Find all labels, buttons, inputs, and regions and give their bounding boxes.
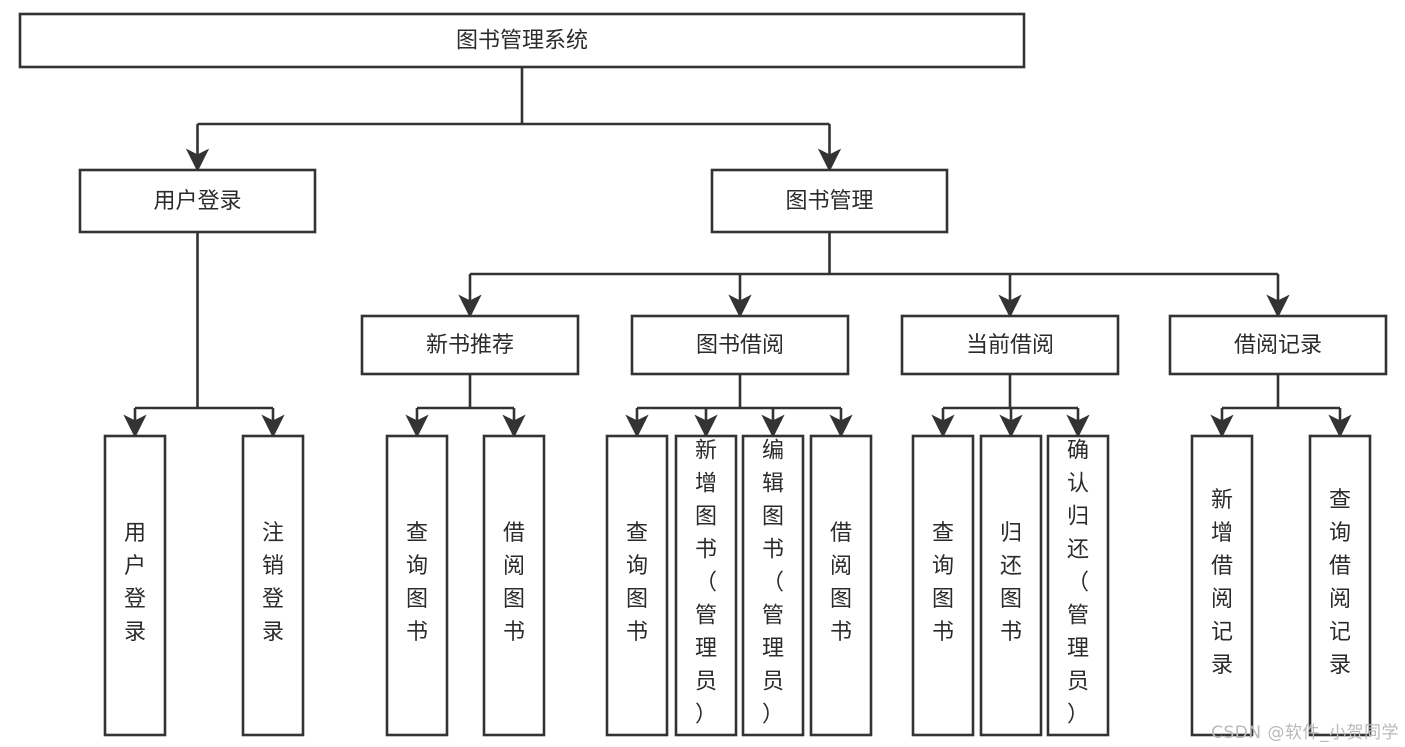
node-label-leaf-borrow-book-1: 借阅图书 (503, 521, 525, 645)
node-leaf-query-record[interactable]: 查询借阅记录 (1308, 434, 1372, 737)
node-book-borrow[interactable]: 图书借阅 (630, 314, 850, 376)
node-box-leaf-borrow-book-2 (809, 434, 873, 737)
node-label-leaf-query-book-1: 查询图书 (406, 521, 428, 645)
node-box-current-borrow (900, 314, 1120, 376)
edge-layer (123, 67, 1352, 438)
node-book-manage[interactable]: 图书管理 (710, 168, 949, 234)
node-leaf-add-record[interactable]: 新增借阅记录 (1190, 434, 1254, 737)
node-label-leaf-add-book-admin: 新增图书（管理员） (695, 439, 717, 728)
node-box-leaf-return-book (979, 434, 1043, 737)
node-label-new-book-recommend: 新书推荐 (426, 333, 514, 358)
node-current-borrow[interactable]: 当前借阅 (900, 314, 1120, 376)
node-label-current-borrow: 当前借阅 (966, 333, 1054, 358)
node-box-leaf-confirm-return (1046, 434, 1110, 737)
node-layer: 图书管理系统用户登录图书管理新书推荐图书借阅当前借阅借阅记录用户登录注销登录查询… (18, 12, 1388, 737)
node-label-leaf-user-logout: 注销登录 (262, 521, 284, 645)
node-label-leaf-edit-book-admin: 编辑图书（管理员） (762, 439, 784, 728)
node-box-leaf-edit-book-admin (741, 434, 805, 737)
node-box-leaf-user-login (103, 434, 167, 737)
node-label-leaf-confirm-return: 确认归还（管理员） (1067, 439, 1089, 728)
node-new-book-recommend[interactable]: 新书推荐 (360, 314, 580, 376)
node-box-leaf-add-record (1190, 434, 1254, 737)
node-box-borrow-record (1168, 314, 1388, 376)
node-label-book-borrow: 图书借阅 (696, 333, 784, 358)
node-box-leaf-query-book-3 (911, 434, 975, 737)
node-leaf-confirm-return[interactable]: 确认归还（管理员） (1046, 434, 1110, 737)
node-label-book-manage: 图书管理 (785, 189, 873, 214)
node-leaf-user-logout[interactable]: 注销登录 (241, 434, 305, 737)
node-box-new-book-recommend (360, 314, 580, 376)
node-label-leaf-query-book-2: 查询图书 (626, 521, 648, 645)
node-label-leaf-borrow-book-2: 借阅图书 (830, 521, 852, 645)
watermark-label: CSDN @软件_小贺同学 (1211, 723, 1399, 743)
node-box-book-borrow (630, 314, 850, 376)
node-user-login[interactable]: 用户登录 (78, 168, 317, 234)
node-box-leaf-user-logout (241, 434, 305, 737)
node-leaf-return-book[interactable]: 归还图书 (979, 434, 1043, 737)
node-box-root (18, 12, 1026, 69)
node-label-leaf-return-book: 归还图书 (1000, 521, 1022, 645)
node-leaf-borrow-book-1[interactable]: 借阅图书 (482, 434, 546, 737)
node-borrow-record[interactable]: 借阅记录 (1168, 314, 1388, 376)
node-leaf-query-book-2[interactable]: 查询图书 (605, 434, 669, 737)
node-leaf-query-book-1[interactable]: 查询图书 (385, 434, 449, 737)
node-label-root: 图书管理系统 (456, 29, 588, 54)
node-box-book-manage (710, 168, 949, 234)
node-label-leaf-add-record: 新增借阅记录 (1211, 488, 1233, 678)
node-box-leaf-query-record (1308, 434, 1372, 737)
node-root[interactable]: 图书管理系统 (18, 12, 1026, 69)
node-label-borrow-record: 借阅记录 (1234, 333, 1322, 358)
node-label-leaf-query-record: 查询借阅记录 (1329, 488, 1351, 678)
node-box-leaf-add-book-admin (674, 434, 738, 737)
node-box-leaf-query-book-1 (385, 434, 449, 737)
node-leaf-edit-book-admin[interactable]: 编辑图书（管理员） (741, 434, 805, 737)
node-box-user-login (78, 168, 317, 234)
node-box-leaf-query-book-2 (605, 434, 669, 737)
node-label-leaf-user-login: 用户登录 (124, 521, 146, 645)
node-leaf-borrow-book-2[interactable]: 借阅图书 (809, 434, 873, 737)
node-label-user-login: 用户登录 (153, 189, 241, 214)
node-label-leaf-query-book-3: 查询图书 (932, 521, 954, 645)
node-leaf-add-book-admin[interactable]: 新增图书（管理员） (674, 434, 738, 737)
node-leaf-query-book-3[interactable]: 查询图书 (911, 434, 975, 737)
node-leaf-user-login[interactable]: 用户登录 (103, 434, 167, 737)
node-box-leaf-borrow-book-1 (482, 434, 546, 737)
